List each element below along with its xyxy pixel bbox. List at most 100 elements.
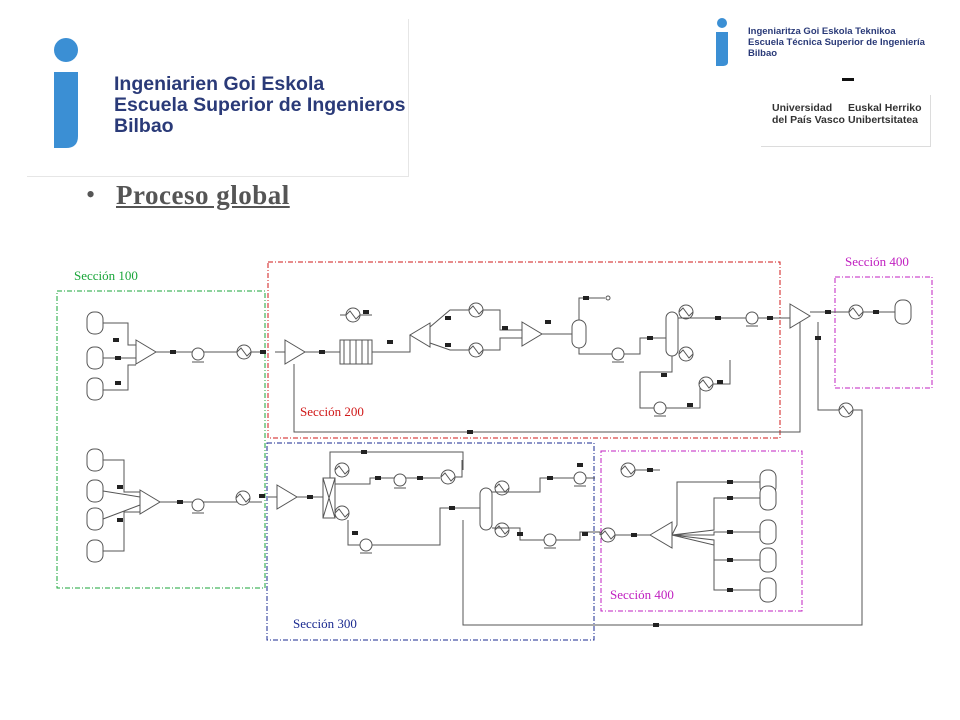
stream-200-2 [363, 310, 369, 314]
stream-400a-1 [825, 310, 831, 314]
distillation-column-300 [479, 487, 493, 531]
recycle-200 [293, 316, 801, 433]
title-bullet: • [86, 180, 96, 209]
pipe-300-3 [335, 477, 395, 485]
pipe-100a-1 [103, 322, 136, 346]
pipe-100a-3 [103, 364, 136, 391]
section-box-200 [267, 261, 781, 439]
stream-100a-3 [115, 381, 121, 385]
pump-300b [359, 538, 373, 552]
pipe-200-5 [429, 309, 470, 328]
university-logo: Universidad del País Vasco Euskal Herrik… [760, 78, 930, 146]
stream-400a-2 [873, 310, 879, 314]
pipe-200-7 [483, 309, 522, 331]
pipe-300-5 [455, 460, 463, 478]
pump-100b [191, 498, 205, 512]
pipe-400a-3 [817, 322, 840, 411]
heat-exchanger-400a-coil [848, 307, 864, 317]
section-box-100 [56, 290, 266, 589]
storage-tank-100a-0 [86, 311, 104, 335]
pump-300d [543, 533, 557, 547]
stream-100a-5 [260, 350, 266, 354]
stream-200-recycle [467, 430, 473, 434]
stream-200-6 [502, 326, 508, 330]
upv-eu-line-1: Euskal Herriko [848, 102, 922, 114]
stream-400b-out-2 [727, 530, 733, 534]
condenser-200-coil [678, 307, 694, 317]
stream-200-13 [687, 403, 693, 407]
mixer-300 [276, 484, 298, 510]
section-box-400-bottom [600, 450, 803, 612]
school-logo-left: Ingeniarien Goi Eskola Escuela Superior … [26, 18, 408, 176]
stream-300-4 [417, 476, 423, 480]
storage-tank-100b-2 [86, 507, 104, 531]
university-basque: Euskal Herriko Unibertsitatea [848, 102, 922, 126]
splitter-400a [789, 303, 811, 329]
pump-300a [393, 473, 407, 487]
logo-right-line-1: Ingeniaritza Goi Eskola Teknikoa [748, 26, 896, 37]
pipe-300-2 [329, 451, 464, 478]
section-label-400-top: Sección 400 [845, 254, 909, 269]
reactor-300-diag2 [322, 477, 336, 519]
stream-300-9 [517, 532, 523, 536]
stream-300-7 [547, 476, 553, 480]
section-label-300: Sección 300 [293, 616, 357, 631]
product-tank-400b-2 [759, 519, 777, 545]
pipe-400b-out-0 [671, 481, 760, 536]
product-tank-400b-1 [759, 485, 777, 511]
heat-exchanger-200a-coil [345, 310, 361, 320]
storage-tank-100a-1 [86, 346, 104, 370]
pump-200a [611, 347, 625, 361]
pipe-300-8 [492, 477, 575, 493]
stream-100b-1 [117, 485, 123, 489]
stream-200-3 [387, 340, 393, 344]
heat-exchanger-200d-coil [698, 379, 714, 389]
pipe-200-8 [483, 337, 522, 351]
product-tank-400b-4 [759, 577, 777, 603]
condenser-300-coil [494, 483, 510, 493]
pipe-400b-out-1 [671, 497, 760, 536]
stream-400b-out-1 [727, 496, 733, 500]
product-tank-400a [894, 299, 912, 325]
stream-400b-out-3 [727, 558, 733, 562]
pipe-200-4 [372, 335, 411, 353]
pipe-200-12 [624, 337, 666, 355]
storage-tank-100b-3 [86, 539, 104, 563]
pipe-100b-3 [102, 504, 141, 520]
page-title: Proceso global [116, 180, 290, 210]
stream-300-6 [449, 506, 455, 510]
heat-exchanger-100b-coil [235, 493, 251, 503]
stream-200-10 [715, 316, 721, 320]
section-box-300 [266, 442, 595, 641]
stream-200-5 [445, 343, 451, 347]
pump-200c [653, 401, 667, 415]
stream-400b-out-4 [727, 588, 733, 592]
pipe-200-11 [578, 348, 612, 355]
stream-400b-0 [647, 468, 653, 472]
heat-exchanger-300a-coil [334, 465, 350, 475]
pipe-300-7 [372, 507, 480, 546]
upv-eu-line-2: Unibertsitatea [848, 114, 919, 126]
stream-300-3 [375, 476, 381, 480]
stream-200-7 [545, 320, 551, 324]
pipe-400b-out-4 [671, 534, 760, 591]
pump-300c [573, 471, 587, 485]
pump-100a [191, 347, 205, 361]
logo-line-2: Escuela Superior de Ingenieros [114, 94, 406, 116]
pipe-200-16 [666, 388, 701, 409]
heat-exchanger-200b-coil [468, 305, 484, 315]
logo-right-line-3: Bilbao [748, 48, 778, 59]
splitter-200 [409, 322, 431, 348]
university-spanish: Universidad del País Vasco [772, 102, 845, 126]
stream-100b-3 [177, 500, 183, 504]
mixer-200b [521, 321, 543, 347]
pipe-400-recycle [462, 409, 863, 626]
stream-200-12 [661, 373, 667, 377]
i-logo-icon [716, 18, 728, 66]
stream-100a-4 [170, 350, 176, 354]
stream-100b-2 [117, 518, 123, 522]
upv-es-line-1: Universidad [772, 102, 833, 114]
heat-exchanger-200c-coil [468, 345, 484, 355]
pipe-400b-out-2 [672, 531, 760, 536]
pipe-100b-1 [103, 459, 140, 493]
